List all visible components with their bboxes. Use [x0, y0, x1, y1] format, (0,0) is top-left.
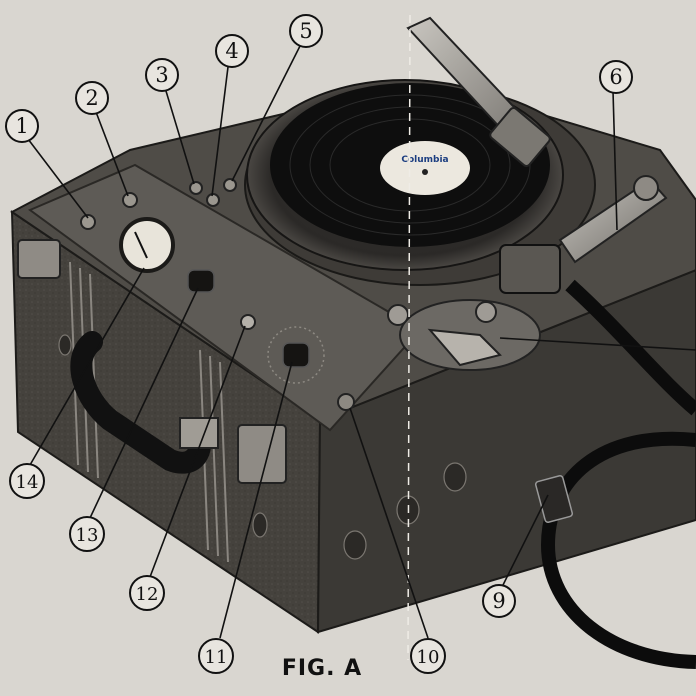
callout-circle	[145, 58, 179, 92]
callout-1: 1	[5, 109, 39, 143]
callout-number: 5	[299, 19, 312, 43]
record-label-text: Columbia	[401, 155, 448, 165]
callout-number: 14	[16, 472, 39, 493]
callout-6: 6	[599, 60, 633, 94]
control-1-knob	[80, 214, 96, 230]
callout-circle	[482, 584, 516, 618]
switch-10	[337, 393, 355, 411]
callout-number: 6	[609, 65, 622, 89]
callout-12: 12	[129, 575, 165, 611]
callout-number: 12	[136, 584, 159, 605]
control-4-knob	[206, 193, 220, 207]
callout-circle	[129, 575, 165, 611]
volume-knob-11	[282, 342, 310, 368]
callout-circle	[9, 463, 45, 499]
callout-2: 2	[75, 81, 109, 115]
callout-circle	[599, 60, 633, 94]
callout-circle	[69, 516, 105, 552]
callout-9: 9	[482, 584, 516, 618]
front-latch	[237, 424, 287, 484]
callout-number: 11	[205, 647, 228, 668]
level-meter	[119, 217, 175, 273]
mechanism	[387, 299, 541, 371]
callout-5: 5	[289, 14, 323, 48]
tone-arm	[406, 16, 551, 167]
pilot-light-12	[240, 314, 256, 330]
figure-caption: FIG. A	[282, 656, 362, 681]
volume-dial	[267, 326, 325, 384]
power-cord	[565, 279, 696, 416]
control-5-knob	[223, 178, 237, 192]
control-3-knob	[189, 181, 203, 195]
spindle	[422, 169, 428, 175]
callout-10: 10	[410, 638, 446, 674]
selector-knob-13	[187, 269, 215, 293]
callout-circle	[289, 14, 323, 48]
callout-4: 4	[215, 34, 249, 68]
callout-number: 9	[492, 589, 505, 613]
page-fold-line	[407, 14, 411, 661]
callout-14: 14	[9, 463, 45, 499]
control-2-knob	[122, 192, 138, 208]
handle-bracket	[179, 417, 219, 449]
callout-number: 4	[225, 39, 238, 63]
cord-plug	[534, 475, 574, 523]
leader-lines	[27, 45, 696, 639]
callout-circle	[5, 109, 39, 143]
callout-circle	[75, 81, 109, 115]
callout-13: 13	[69, 516, 105, 552]
meter-needle	[134, 231, 148, 259]
callout-circle	[215, 34, 249, 68]
cord-coil	[540, 431, 696, 669]
callout-circle	[198, 638, 234, 674]
callout-number: 13	[76, 525, 99, 546]
left-latch	[17, 239, 61, 279]
callout-circle	[410, 638, 446, 674]
callout-number: 10	[417, 647, 440, 668]
callout-11: 11	[198, 638, 234, 674]
callout-number: 3	[155, 63, 168, 87]
callout-number: 1	[15, 114, 28, 138]
callout-3: 3	[145, 58, 179, 92]
pickup-arm	[499, 175, 668, 294]
callout-number: 2	[85, 86, 98, 110]
record-label	[380, 141, 470, 195]
panel-controls	[80, 178, 355, 411]
carrying-handle	[70, 331, 212, 474]
